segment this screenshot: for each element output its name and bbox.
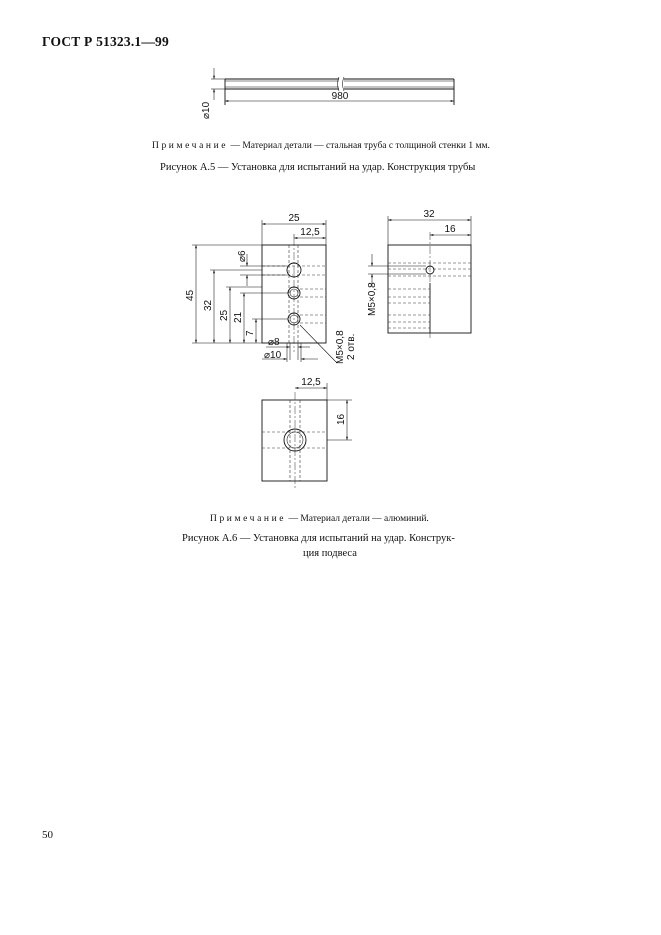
bottom-offset-dim: 12,5 — [301, 377, 321, 388]
figure-a6-note-text: — Материал детали — алюминий. — [286, 514, 429, 524]
tube-length-dim: 980 — [332, 91, 349, 102]
side-width-dim: 32 — [423, 209, 435, 220]
front-diam-8-dim: ⌀8 — [268, 337, 280, 348]
page-number: 50 — [42, 829, 53, 841]
bottom-height-dim: 16 — [336, 413, 347, 425]
front-thread-dim: M5×0,8 — [335, 330, 346, 364]
holder-front-view: 25 12,5 ⌀6 45 32 25 21 7 ⌀8 — [185, 213, 357, 364]
side-thread-dim: M5×0,8 — [367, 282, 378, 316]
front-diam-10-dim: ⌀10 — [264, 350, 282, 361]
front-height-21-dim: 21 — [233, 311, 244, 323]
tube-diameter-dim: ⌀10 — [201, 101, 212, 119]
figure-a5-caption: Рисунок А.5 — Установка для испытаний на… — [160, 162, 476, 173]
figure-a6-caption-line1: Рисунок А.6 — Установка для испытаний на… — [182, 533, 455, 544]
front-height-45-dim: 45 — [185, 289, 196, 301]
holder-bottom-view: 12,5 16 — [261, 377, 352, 488]
front-height-25-dim: 25 — [219, 309, 230, 321]
front-offset-dim: 12,5 — [300, 227, 320, 238]
figure-a6-note: Примечание — Материал детали — алюминий. — [210, 514, 429, 524]
document-code-header: ГОСТ Р 51323.1—99 — [42, 34, 169, 49]
figure-a5-note-prefix: Примечание — [152, 141, 229, 151]
front-hole-diam-dim: ⌀6 — [237, 250, 248, 262]
front-height-32-dim: 32 — [203, 299, 214, 311]
figure-a5-note: Примечание — Материал детали — стальная … — [152, 141, 490, 151]
front-width-dim: 25 — [288, 213, 300, 224]
holder-side-view: 32 16 M5×0,8 — [367, 209, 472, 340]
side-offset-dim: 16 — [444, 224, 456, 235]
figure-a6-note-prefix: Примечание — [210, 514, 287, 524]
tube-drawing: 980 ⌀10 — [201, 68, 455, 119]
front-holes-count: 2 отв. — [346, 334, 357, 360]
front-height-7-dim: 7 — [245, 330, 256, 336]
figure-a5-note-text: — Материал детали — стальная труба с тол… — [228, 141, 490, 151]
figure-a6-caption-line2: ция подвеса — [303, 548, 357, 559]
